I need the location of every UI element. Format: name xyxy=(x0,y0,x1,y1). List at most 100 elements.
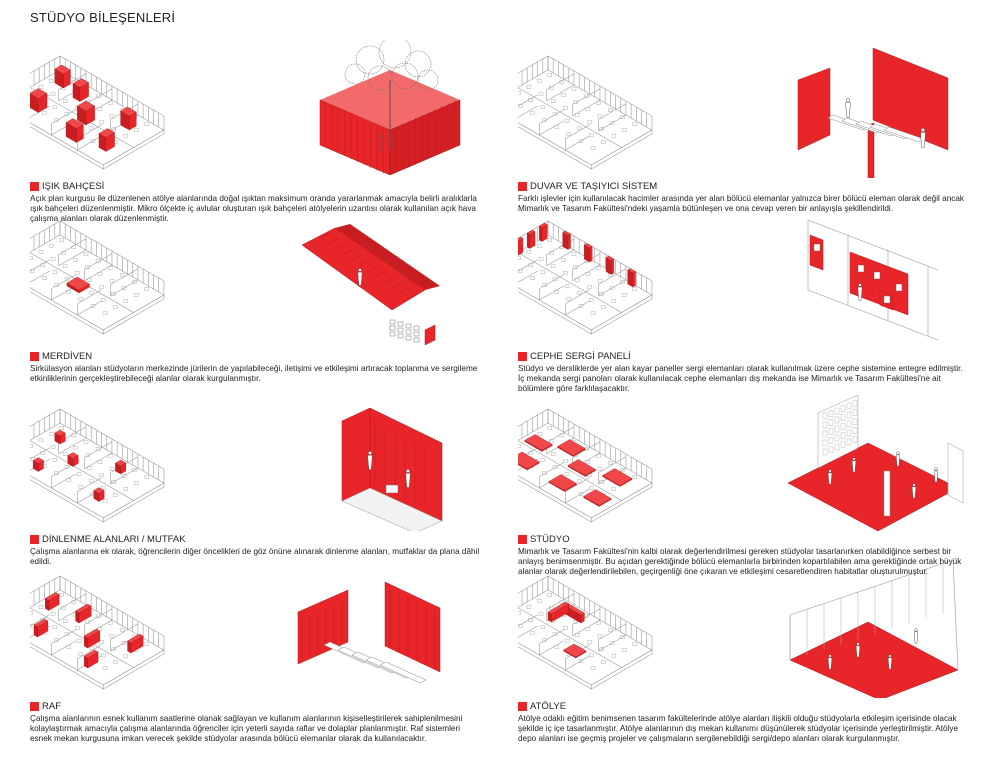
person-figure-icon xyxy=(827,469,833,485)
light-garden-block xyxy=(98,128,115,138)
red-swatch-icon xyxy=(30,181,39,191)
section-description: Farklı işlevler için kullanılacak haciml… xyxy=(518,194,964,213)
stair-red xyxy=(301,224,440,346)
person-figure-icon xyxy=(357,268,363,286)
light-garden-block xyxy=(72,78,89,88)
light-garden-block xyxy=(76,100,96,112)
workshop-floor-red xyxy=(789,560,959,698)
person-figure-icon xyxy=(933,467,939,483)
red-swatch-icon xyxy=(30,534,39,544)
building-plan-axonometric xyxy=(30,408,165,523)
section-description: Atölye odaklı eğitim benimsenen tasarım … xyxy=(518,714,959,743)
studio-floor-block xyxy=(548,474,577,491)
person-figure-icon xyxy=(845,97,851,118)
section-label: DİNLENME ALANLARI / MUTFAK xyxy=(42,533,186,545)
section-studyo: STÜDYO Mimarlık ve Tasarım Fakültesi'nin … xyxy=(518,393,973,578)
person-figure-icon xyxy=(851,457,857,473)
facade-panel-block xyxy=(518,238,524,256)
building-plan-axonometric xyxy=(518,220,653,335)
facade-panel-block xyxy=(589,246,593,263)
shelf-block xyxy=(83,628,101,639)
light-garden-cube xyxy=(319,70,461,176)
building-plan-axonometric xyxy=(518,408,653,523)
section-isik-bahcesi: IŞIK BAHÇESİ Açık plan kurgusu ile düzenl… xyxy=(30,40,485,225)
wall-panels xyxy=(797,47,949,178)
building-plan-axonometric xyxy=(518,55,653,170)
column-icon xyxy=(883,470,891,517)
facade-exhibit-panels xyxy=(807,219,939,341)
person-figure-icon xyxy=(911,483,917,499)
studyo-illustration xyxy=(518,394,964,531)
facade-panel-block xyxy=(562,230,571,236)
facade-panel-block xyxy=(527,232,531,249)
light-garden-block xyxy=(120,106,137,117)
red-swatch-icon xyxy=(518,351,527,361)
facade-panel-block xyxy=(518,236,524,242)
lounge-block xyxy=(115,459,127,467)
facade-panel-block xyxy=(567,233,571,250)
studio-floor-block xyxy=(602,468,633,486)
lounge-block xyxy=(32,457,44,464)
workshop-block xyxy=(547,601,570,615)
section-label: CEPHE SERGİ PANELİ xyxy=(530,350,631,362)
person-figure-icon xyxy=(855,642,861,658)
stair-block xyxy=(66,276,90,291)
section-label-row: STÜDYO xyxy=(518,533,570,545)
section-description: Çalışma alanlarının esnek kullanım saatl… xyxy=(30,714,463,743)
raf-illustration xyxy=(30,575,441,690)
section-duvar-tasiyici: DUVAR VE TAŞIYICI SİSTEM Farklı işlevler … xyxy=(518,40,973,225)
shelf-block xyxy=(83,649,99,659)
section-description: Sirkülasyon alanları stüdyoların merkezi… xyxy=(30,364,478,383)
facade-panel-block xyxy=(538,222,548,228)
person-figure-icon xyxy=(827,654,833,670)
person-figure-icon xyxy=(920,127,926,148)
merdiven-illustration xyxy=(30,220,440,346)
person-figure-icon xyxy=(405,469,411,488)
red-swatch-icon xyxy=(518,181,527,191)
red-swatch-icon xyxy=(30,351,39,361)
shelf-block xyxy=(44,592,60,601)
section-label: ATÖLYE xyxy=(530,700,567,712)
section-label-row: DİNLENME ALANLARI / MUTFAK xyxy=(30,533,186,545)
section-atolye: ATÖLYE Atölye odaklı eğitim benimsenen ta… xyxy=(518,560,973,745)
section-label-row: DUVAR VE TAŞIYICI SİSTEM xyxy=(518,180,657,192)
section-label: DUVAR VE TAŞIYICI SİSTEM xyxy=(530,180,658,192)
tree-icon xyxy=(344,40,439,150)
section-label-row: CEPHE SERGİ PANELİ xyxy=(518,350,631,362)
section-description: Mimarlık ve Tasarım Fakültesi'nin kalbi … xyxy=(518,547,962,576)
duvar-tasiyici-illustration xyxy=(518,47,949,178)
dinlenme-mutfak-illustration xyxy=(30,407,443,531)
studio-floor-block xyxy=(567,459,597,476)
atolye-illustration xyxy=(518,560,959,698)
lounge-block xyxy=(54,429,66,437)
table-icon xyxy=(385,484,399,494)
section-label-row: RAF xyxy=(30,700,61,712)
facade-panel-block xyxy=(611,258,615,275)
section-label: STÜDYO xyxy=(530,533,570,545)
person-figure-icon xyxy=(367,451,373,470)
section-label-row: IŞIK BAHÇESİ xyxy=(30,180,104,192)
section-label: RAF xyxy=(42,700,61,712)
shelf-block xyxy=(75,603,92,614)
cephe-sergi-illustration xyxy=(518,219,939,341)
lounge-block xyxy=(67,452,79,459)
lounge-room-red xyxy=(341,407,443,531)
studio-floor-block xyxy=(518,451,540,470)
shelf-block xyxy=(127,633,144,644)
isik-bahcesi-illustration xyxy=(30,40,461,176)
section-label-row: MERDİVEN xyxy=(30,350,92,362)
facade-panel-block xyxy=(627,268,636,274)
section-label: MERDİVEN xyxy=(42,350,93,362)
section-description: Açık plan kurgusu ile düzenlenen atölye … xyxy=(30,194,477,223)
building-plan-axonometric xyxy=(518,575,653,690)
facade-panel-block xyxy=(605,255,615,261)
person-figure-icon xyxy=(895,451,901,467)
facade-panel-block xyxy=(583,243,593,249)
red-swatch-icon xyxy=(518,534,527,544)
person-figure-icon xyxy=(379,133,385,151)
studio-floor-block xyxy=(557,439,586,456)
facade-panel-block xyxy=(632,271,636,288)
light-garden-block xyxy=(30,88,48,99)
